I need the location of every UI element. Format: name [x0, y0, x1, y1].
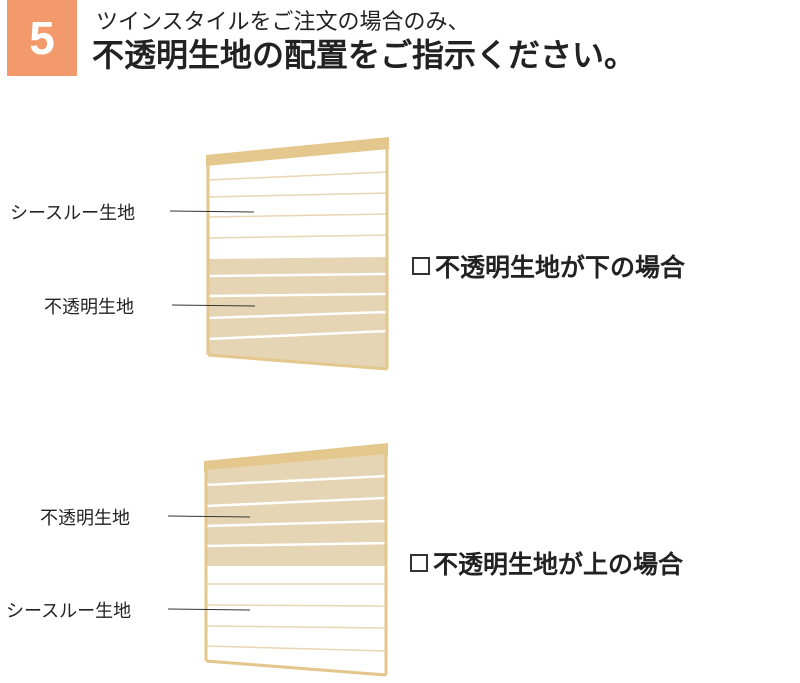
sheer-fabric-label: シースルー生地	[6, 601, 132, 622]
opaque-fabric-area	[208, 257, 387, 368]
blind-frame-bottom	[207, 353, 388, 371]
sheer-fabric-area	[207, 171, 388, 239]
opaque-label-leader	[171, 304, 256, 307]
option-opaque-top-label: 不透明生地が上の場合	[433, 550, 684, 579]
blind-frame-bottom	[205, 659, 387, 677]
opaque-fabric-area	[206, 454, 386, 566]
opaque-fabric-slats	[205, 474, 387, 548]
option-opaque-top[interactable]: 不透明生地が上の場合	[410, 545, 683, 581]
opaque-fabric-label: 不透明生地	[40, 508, 130, 529]
opaque-label-leader	[167, 515, 251, 518]
sheer-fabric-area	[205, 583, 387, 652]
option-opaque-bottom[interactable]: 不透明生地が下の場合	[412, 248, 685, 284]
sheer-label-leader	[167, 608, 251, 611]
blind-headrail	[206, 137, 389, 166]
blind-illustration-opaque-bottom	[169, 137, 389, 371]
heading-subtitle: ツインスタイルをご注文の場合のみ、	[96, 10, 470, 35]
checkbox-opaque-bottom[interactable]	[412, 257, 430, 275]
sheer-label-leader	[169, 210, 255, 213]
option-opaque-bottom-label: 不透明生地が下の場合	[435, 253, 686, 282]
sheer-fabric-label: シースルー生地	[10, 203, 136, 224]
checkbox-opaque-top[interactable]	[410, 554, 428, 572]
blind-headrail	[204, 443, 388, 472]
step-number-badge: 5	[7, 0, 77, 76]
blind-illustration-opaque-top	[167, 443, 388, 677]
opaque-fabric-slats	[207, 272, 388, 341]
opaque-fabric-label: 不透明生地	[44, 297, 134, 318]
heading-title: 不透明生地の配置をご指示ください。	[92, 36, 637, 74]
